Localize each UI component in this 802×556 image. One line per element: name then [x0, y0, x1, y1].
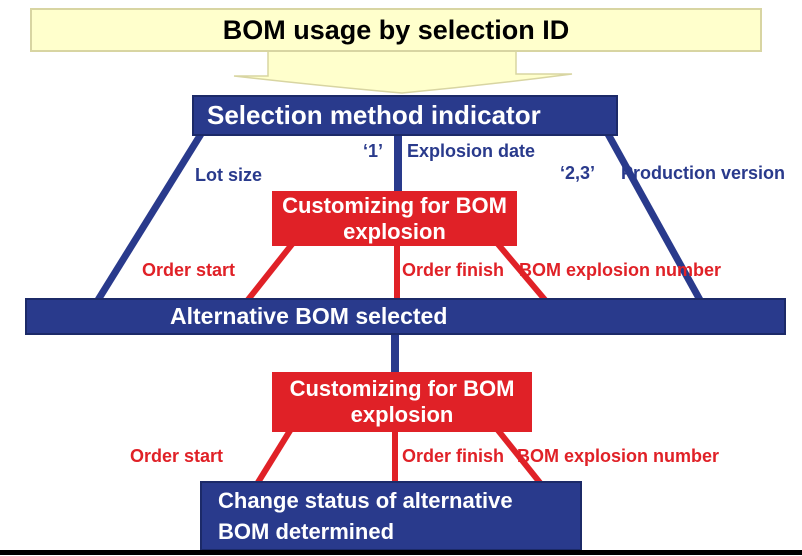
node-label-line2: explosion — [343, 218, 446, 244]
node-alternative-bom-selected: Alternative BOM selected — [25, 298, 786, 335]
label-bom-explosion-number-2: BOM explosion number — [517, 446, 720, 466]
label-order-finish-2: Order finish — [402, 446, 505, 466]
edge-bom-explosion-number-2 — [494, 427, 544, 486]
node-label: Alternative BOM selected — [170, 303, 448, 329]
label-order-start-1: Order start — [142, 260, 236, 280]
node-change-status-of-alternative-bom: Change status of alternative BOM determi… — [200, 481, 582, 551]
edge-lot-size — [95, 132, 204, 302]
label-bom-explosion-number-1: BOM explosion number — [519, 260, 722, 280]
node-label-line2: BOM determined — [218, 519, 395, 544]
label-order-start-2: Order start — [130, 446, 224, 466]
node-label-line2: explosion — [350, 402, 454, 427]
node-label-line1: Customizing for BOM — [282, 192, 507, 218]
node-customizing-for-bom-explosion-2: Customizing for BOM explosion — [272, 372, 532, 432]
label-lot-size: Lot size — [195, 165, 263, 185]
label-two-three: ‘2,3’ — [560, 163, 596, 183]
diagram-title: BOM usage by selection ID — [222, 14, 570, 45]
node-label-line1: Change status of alternative — [218, 488, 513, 513]
node-customizing-for-bom-explosion-1: Customizing for BOM explosion — [272, 191, 517, 246]
label-production-version: Production version — [621, 163, 786, 183]
edge-order-start-2 — [254, 427, 294, 486]
label-order-finish-1: Order finish — [402, 260, 505, 280]
node-selection-method-indicator: Selection method indicator — [192, 95, 618, 136]
node-label: Selection method indicator — [207, 100, 541, 130]
bottom-rule — [0, 550, 802, 555]
edge-production-version — [604, 132, 704, 302]
node-label-line1: Customizing for BOM — [289, 376, 515, 401]
label-one: ‘1’ — [363, 141, 384, 161]
title-banner: BOM usage by selection ID — [30, 8, 762, 52]
label-explosion-date: Explosion date — [407, 141, 536, 161]
down-arrow-icon — [233, 47, 573, 94]
edge-bom-explosion-number-1 — [494, 241, 549, 303]
edge-order-start-1 — [244, 241, 296, 303]
